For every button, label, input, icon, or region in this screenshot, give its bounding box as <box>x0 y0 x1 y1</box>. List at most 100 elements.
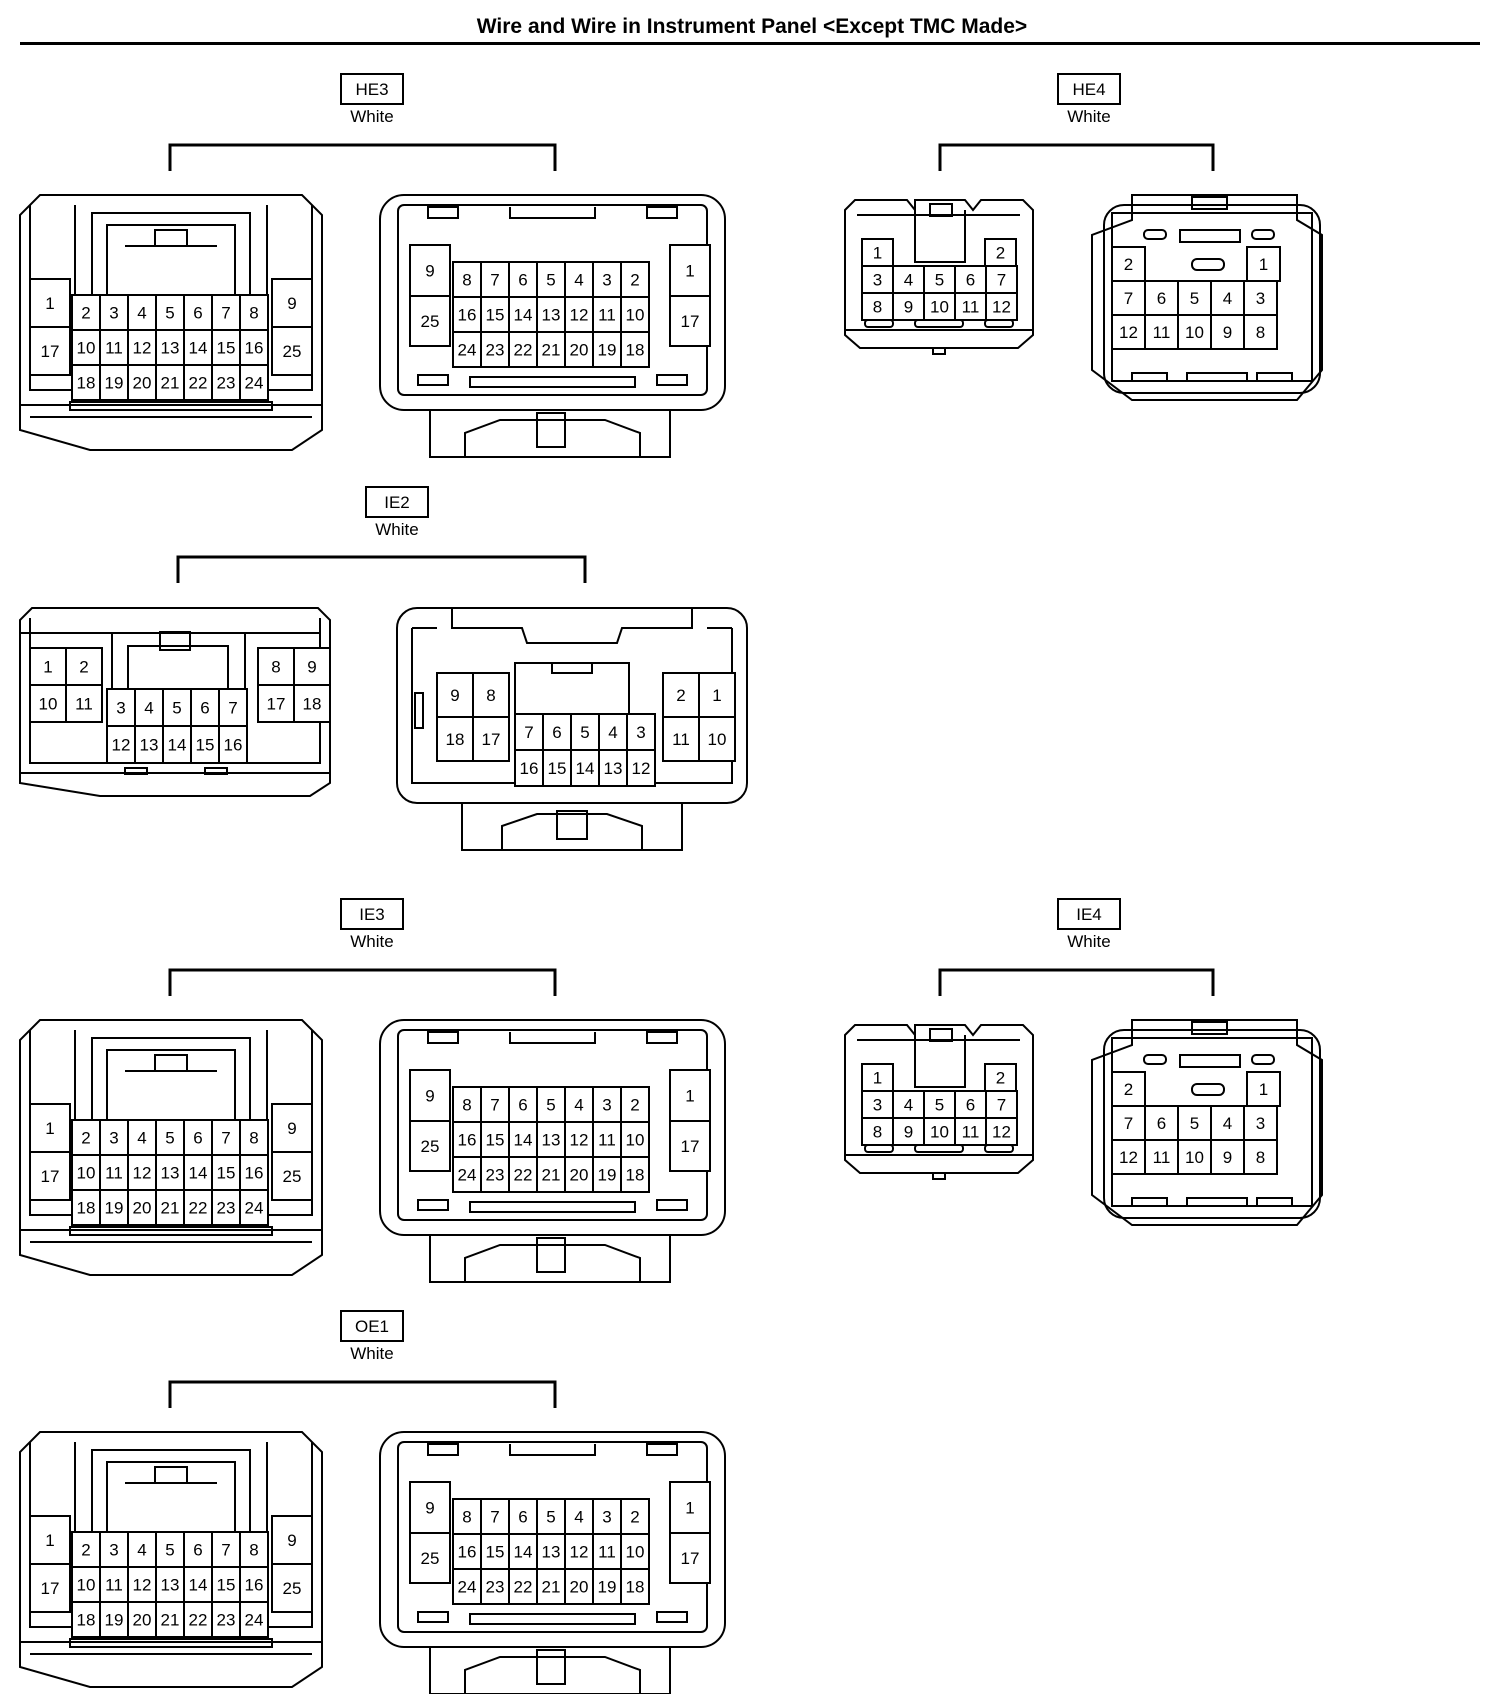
terminal-cell: 18 <box>620 1568 650 1605</box>
terminal-number: 14 <box>168 736 187 755</box>
terminal-number: 14 <box>514 1131 533 1150</box>
terminal-box <box>985 292 1018 321</box>
terminal-number: 3 <box>1256 1114 1265 1133</box>
terminal-cell: 17 <box>29 1151 71 1201</box>
terminal-cell: 22 <box>183 1189 213 1226</box>
terminal-number: 9 <box>425 1087 434 1106</box>
terminal-box <box>861 265 894 294</box>
terminal-number: 7 <box>997 1096 1006 1115</box>
terminal-number: 13 <box>542 306 561 325</box>
terminal-number: 13 <box>604 759 623 778</box>
terminal-cell: 12 <box>106 725 136 764</box>
terminal-cell: 11 <box>99 329 129 366</box>
terminal-cell: 3 <box>592 1498 622 1535</box>
terminal-cell: 17 <box>29 1563 71 1613</box>
terminal-cell: 9 <box>271 1103 313 1153</box>
terminal-number: 14 <box>189 1164 208 1183</box>
terminal-cell: 23 <box>480 1156 510 1193</box>
terminal-cell: 18 <box>620 331 650 368</box>
terminal-number: 1 <box>1259 1080 1268 1099</box>
terminal-cell: 23 <box>211 364 241 401</box>
terminal-number: 18 <box>77 374 96 393</box>
terminal-box <box>1111 246 1146 282</box>
terminal-cell: 11 <box>954 1117 987 1146</box>
terminal-box <box>954 265 987 294</box>
terminal-box <box>564 1156 594 1193</box>
terminal-number: 7 <box>228 699 237 718</box>
terminal-number: 15 <box>217 339 236 358</box>
terminal-cell: 3 <box>106 688 136 727</box>
terminal-cell: 21 <box>155 1601 185 1638</box>
terminal-box <box>29 1151 71 1201</box>
terminal-box <box>564 296 594 333</box>
terminal-cell: 2 <box>65 647 103 686</box>
terminal-number: 19 <box>598 1166 617 1185</box>
terminal-number: 8 <box>1256 323 1265 342</box>
terminal-number: 9 <box>1223 1148 1232 1167</box>
terminal-cell: 13 <box>155 1154 185 1191</box>
terminal-box <box>452 1086 482 1123</box>
terminal-cell: 16 <box>452 1121 482 1158</box>
terminal-box <box>620 1533 650 1570</box>
terminal-cell: 19 <box>592 1156 622 1193</box>
terminal-number: 8 <box>486 686 495 705</box>
terminal-cell: 9 <box>409 244 451 297</box>
terminal-number: 1 <box>873 1069 882 1088</box>
terminal-number: 11 <box>672 730 690 749</box>
terminal-cell: 18 <box>71 364 101 401</box>
terminal-number: 7 <box>490 1508 499 1527</box>
terminal-number: 17 <box>681 312 700 331</box>
terminal-cell: 5 <box>162 688 192 727</box>
terminal-box <box>698 716 736 762</box>
terminal-box <box>71 1601 101 1638</box>
terminal-cell: 17 <box>669 1120 711 1172</box>
terminal-number: 11 <box>962 298 980 317</box>
terminal-cell: 6 <box>508 1498 538 1535</box>
terminal-number: 6 <box>193 1129 202 1148</box>
terminal-cell: 20 <box>564 331 594 368</box>
terminal-number: 18 <box>303 695 322 714</box>
terminal-number: 22 <box>189 374 208 393</box>
terminal-cell: 24 <box>239 1189 269 1226</box>
terminal-number: 4 <box>1223 289 1232 308</box>
terminal-cell: 8 <box>1243 314 1278 350</box>
terminal-box <box>239 1189 269 1226</box>
terminal-cell: 6 <box>508 261 538 298</box>
terminal-number: 19 <box>598 341 617 360</box>
terminal-number: 12 <box>992 298 1011 317</box>
terminal-number: 21 <box>542 1166 561 1185</box>
terminal-number: 2 <box>81 1129 90 1148</box>
terminal-cell: 3 <box>99 294 129 331</box>
terminal-cell: 5 <box>923 1090 956 1119</box>
terminal-number: 1 <box>45 1531 54 1550</box>
terminal-cell: 9 <box>1210 1139 1245 1175</box>
terminal-number: 3 <box>873 1096 882 1115</box>
terminal-number: 7 <box>524 723 533 742</box>
terminal-number: 2 <box>81 1541 90 1560</box>
terminal-box <box>508 296 538 333</box>
terminal-box <box>1246 246 1281 282</box>
terminal-number: 21 <box>542 341 561 360</box>
terminal-cell: 9 <box>409 1069 451 1122</box>
terminal-box <box>211 1119 241 1156</box>
terminal-number: 12 <box>133 1576 152 1595</box>
terminal-cell: 12 <box>985 292 1018 321</box>
terminal-box <box>436 716 474 762</box>
terminal-number: 17 <box>681 1549 700 1568</box>
terminal-box <box>162 725 192 764</box>
terminal-number: 16 <box>224 736 243 755</box>
terminal-cell: 2 <box>1111 246 1146 282</box>
terminal-box <box>127 1154 157 1191</box>
terminal-cell: 1 <box>698 672 736 718</box>
terminal-number: 25 <box>283 1167 302 1186</box>
terminal-box <box>29 326 71 376</box>
terminal-number: 25 <box>421 1137 440 1156</box>
terminal-number: 2 <box>676 686 685 705</box>
terminal-cell: 14 <box>508 1533 538 1570</box>
terminal-cell: 3 <box>861 265 894 294</box>
terminal-cell: 20 <box>564 1568 594 1605</box>
terminal-number: 13 <box>161 1164 180 1183</box>
terminal-box <box>106 725 136 764</box>
